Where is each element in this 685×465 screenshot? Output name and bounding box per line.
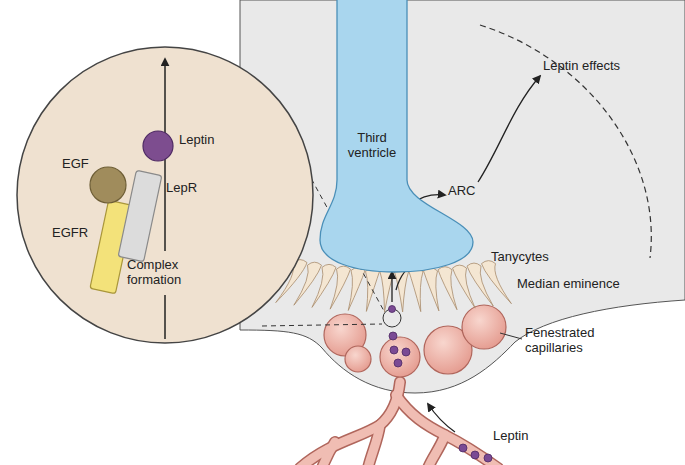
vessel <box>428 435 445 465</box>
zoom-lines <box>262 100 384 326</box>
flow-arrow <box>478 76 540 182</box>
node-shape <box>315 0 480 278</box>
zoom-circle <box>383 309 401 327</box>
inset-node: Complex formation EGF LeptinLepR EGFR <box>15 45 315 345</box>
zoom-line <box>262 324 382 326</box>
tanycyte <box>366 268 380 311</box>
tanycyte <box>348 267 365 310</box>
annotation-label: Leptin effects <box>543 58 653 73</box>
capillary <box>345 346 371 372</box>
tanycyte <box>380 269 394 312</box>
circle-node: Leptin <box>141 128 226 164</box>
flow-arrow <box>391 272 392 302</box>
tanycyte <box>424 268 439 311</box>
leptin-dot <box>390 346 398 354</box>
node-label: Third ventricle <box>337 130 407 160</box>
ventricle-node: Third ventricle <box>315 0 480 278</box>
node-label: EGF <box>62 156 96 171</box>
capillary <box>462 305 506 349</box>
tanycyte <box>409 269 423 312</box>
capillary <box>380 337 420 377</box>
molecule-circle <box>143 131 173 161</box>
tanycyte <box>438 267 457 310</box>
vessel <box>322 442 335 465</box>
circle-node: EGF <box>58 160 128 205</box>
inset-circle <box>17 47 313 343</box>
leptin-dot <box>392 236 400 244</box>
vessel <box>322 442 335 465</box>
annotation-label: Tanycytes <box>491 249 571 264</box>
vessel <box>300 382 400 465</box>
node-label: EGFR <box>52 225 92 240</box>
leptin-dots <box>379 236 492 462</box>
vessel <box>300 382 400 465</box>
leader-line <box>500 333 522 339</box>
annotation-label: ARC <box>448 183 488 198</box>
complex-axis <box>164 295 166 339</box>
annotation-label: Fenestrated capillaries <box>525 325 610 355</box>
capillaries <box>324 305 506 377</box>
tanycyte <box>276 260 307 303</box>
annotation-label: Median eminence <box>517 276 637 291</box>
tanycyte <box>330 266 350 309</box>
leptin-dot <box>471 451 479 459</box>
annotation-label: Leptin <box>493 428 553 443</box>
leptin-dot <box>394 359 402 367</box>
vessel <box>368 425 380 465</box>
tanycytes <box>276 260 512 312</box>
blood-vessels <box>300 382 498 465</box>
bar-node: LepR <box>118 168 198 263</box>
vessel-fill <box>300 382 498 465</box>
flow-arrow <box>428 404 455 432</box>
leptin-dot <box>379 242 387 250</box>
vessel <box>396 395 498 465</box>
flow-arrow <box>395 195 445 235</box>
vessel-outline <box>300 382 498 465</box>
tanycyte <box>395 269 409 312</box>
leptin-dot <box>484 454 492 462</box>
flow-arrow <box>396 262 418 290</box>
node-label: Complex formation <box>127 257 207 287</box>
ventricle-shape <box>320 0 473 272</box>
molecule-circle <box>90 167 126 203</box>
tanycyte <box>482 261 512 304</box>
leptin-dot <box>459 444 467 452</box>
leptin-dot <box>402 348 410 356</box>
vessel <box>396 395 498 465</box>
node-shape <box>15 45 315 345</box>
node-label: Leptin <box>179 132 229 147</box>
leptin-dot <box>380 263 388 271</box>
leptin-dot <box>389 332 397 340</box>
leptin-dot <box>389 306 396 313</box>
tanycyte <box>453 265 476 308</box>
tanycyte <box>294 262 322 305</box>
leptin-dot <box>405 241 413 249</box>
leptin-dot <box>399 251 407 259</box>
vessel <box>428 435 445 465</box>
zoom-line <box>268 100 384 311</box>
tanycyte <box>312 264 336 307</box>
receptor-bar <box>90 200 134 293</box>
node-label: LepR <box>166 180 206 195</box>
tanycyte <box>467 263 493 306</box>
leptin-dot <box>385 253 393 261</box>
